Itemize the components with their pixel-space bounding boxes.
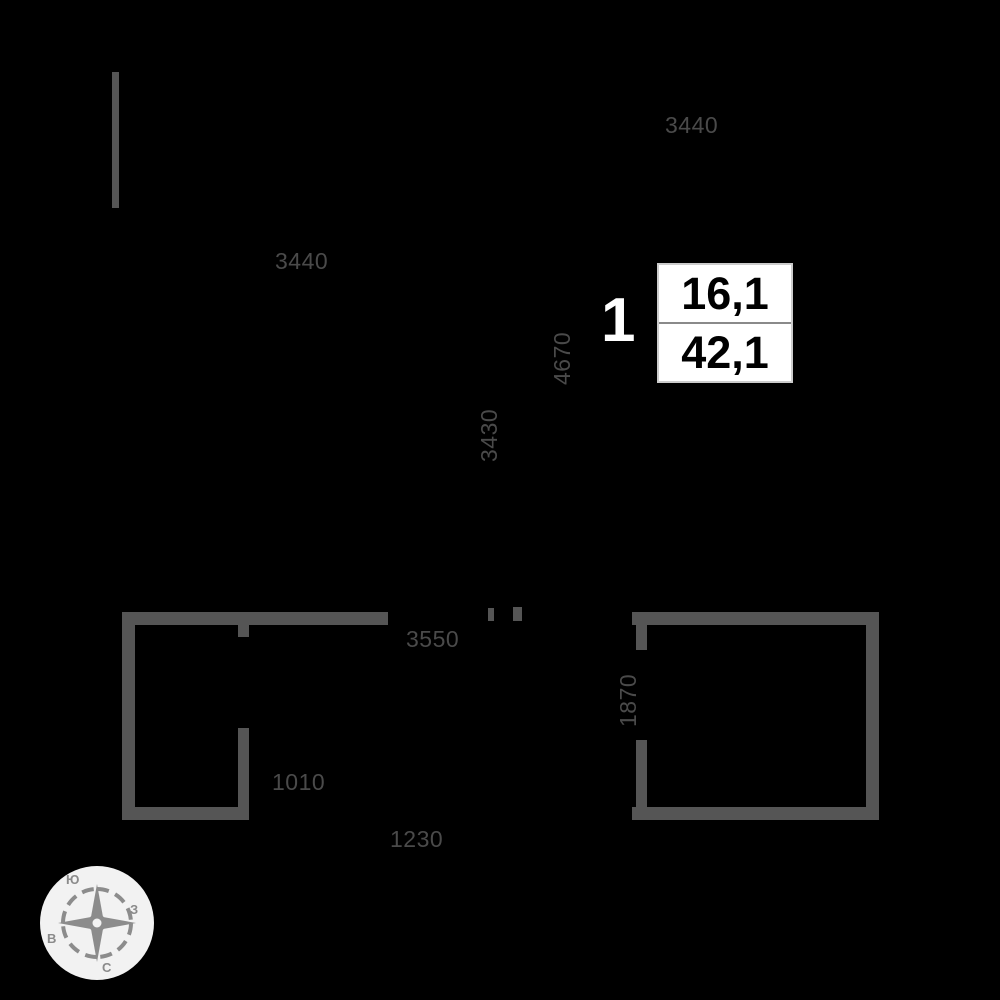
dimension-label-top-right-3440: 3440 — [665, 112, 719, 138]
wall-top-left-vertical-stub — [112, 72, 119, 208]
wall-dash-mark-right — [513, 607, 522, 621]
dimension-label-mid-left-3440: 3440 — [275, 248, 329, 274]
dimension-label-bottom-1230: 1230 — [390, 826, 444, 852]
wall-left-room-top — [122, 612, 388, 625]
wall-left-room-left — [122, 612, 135, 820]
wall-left-room-bottom — [122, 807, 246, 820]
compass-label-west: В — [47, 931, 57, 946]
total-area-value: 42,1 — [681, 327, 769, 378]
wall-right-room-left-upper — [636, 612, 647, 650]
wall-right-room-bottom — [632, 807, 879, 820]
wall-left-room-right-lower — [238, 728, 249, 820]
dimension-label-mid-3550: 3550 — [406, 626, 460, 652]
area-label-box: 16,1 42,1 — [657, 263, 793, 383]
compass-rose-graphic — [58, 884, 136, 962]
apartment-number: 1 — [601, 286, 636, 355]
compass-label-south: С — [102, 960, 112, 975]
wall-right-room-left-lower — [636, 740, 647, 820]
dimension-label-vertical-3430: 3430 — [476, 408, 502, 462]
compass-label-north: Ю — [66, 872, 80, 887]
dimension-label-vertical-4670: 4670 — [549, 331, 575, 385]
compass-rose: Ю З В С — [40, 866, 154, 980]
dimension-label-vertical-1870: 1870 — [615, 673, 641, 727]
wall-right-room-top — [632, 612, 879, 625]
living-area-value: 16,1 — [659, 265, 791, 324]
dimension-label-left-1010: 1010 — [272, 769, 326, 795]
wall-right-room-right — [866, 612, 879, 820]
wall-left-room-top-partition-nub — [238, 612, 249, 637]
compass-label-east: З — [130, 902, 139, 917]
wall-dash-mark-left — [488, 608, 494, 621]
